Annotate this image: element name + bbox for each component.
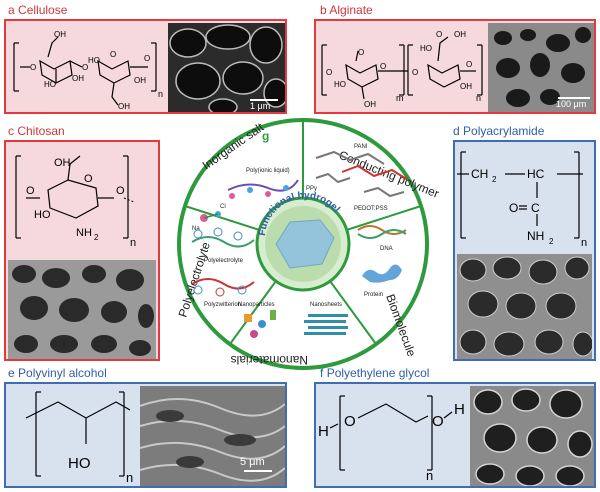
label-na: Na (192, 226, 200, 232)
svg-text:OH: OH (134, 76, 146, 85)
polyelectrolyte-illustration (191, 227, 255, 297)
svg-text:O: O (436, 30, 442, 39)
svg-text:O: O (144, 54, 150, 63)
sector-nanomaterials: Nanomaterials (231, 353, 308, 367)
svg-text:HO: HO (334, 80, 346, 89)
label-ppy: PPy (306, 186, 317, 192)
label-pani: PANI (354, 144, 368, 150)
label-dna: DNA (380, 246, 393, 252)
svg-text:OH: OH (54, 30, 66, 39)
panel-c-title: c Chitosan (8, 124, 65, 138)
svg-text:OH: OH (460, 82, 472, 91)
pam-subscript: n (581, 237, 587, 249)
pva-subscript: n (126, 470, 133, 485)
panel-a-title: a Cellulose (8, 3, 68, 17)
chitosan-sem-image (8, 260, 156, 359)
svg-text:O: O (412, 68, 418, 77)
svg-text:O: O (30, 63, 36, 72)
chitosan-nh-sub: 2 (94, 233, 99, 242)
pam-o: O (509, 201, 518, 215)
peg-structure: H O O H n (318, 395, 465, 483)
panel-cellulose: O HO OH O HO O OH OH OH O n 1 μm (4, 19, 287, 114)
svg-text:OH: OH (54, 157, 71, 169)
svg-text:OH: OH (118, 102, 130, 111)
pva-sem-image: 5 μm (140, 386, 285, 486)
svg-text:O: O (466, 60, 472, 69)
panel-g-letter: g (262, 129, 269, 143)
panel-polyvinyl-alcohol: HO n 5 μm (4, 382, 287, 488)
panel-f-title: f Polyethylene glycol (320, 366, 430, 380)
svg-text:HO: HO (44, 80, 56, 89)
chitosan-ho: HO (34, 209, 51, 221)
hydrogel-cube (275, 219, 335, 269)
cellulose-subscript: n (158, 89, 163, 99)
alginate-scale-label: 100 μm (556, 99, 587, 109)
chitosan-subscript: n (130, 237, 136, 249)
cellulose-structure: O HO OH O HO O OH OH OH O n (13, 30, 163, 111)
peg-sem-image (470, 386, 594, 486)
label-nanoparticles: Nanoparticles (238, 302, 275, 308)
alginate-subscript-m: m (396, 93, 404, 103)
pam-nh: NH (527, 229, 544, 243)
label-polyelectrolyte: Polyelectrolyte (204, 258, 244, 264)
panel-polyethylene-glycol: H O O H n (314, 382, 596, 488)
peg-subscript: n (426, 468, 433, 483)
label-cl: Cl (220, 204, 226, 210)
panel-polyacrylamide: CH 2 HC C O NH 2 n (453, 140, 596, 361)
cellulose-scale-label: 1 μm (250, 101, 271, 111)
center-schematic: Conducting polymer Biomolecule Nanomater… (176, 118, 441, 370)
svg-text:O: O (110, 50, 116, 59)
alginate-sem-image: 100 μm (488, 23, 594, 112)
pva-scale-label: 5 μm (240, 456, 265, 468)
svg-text:HO: HO (88, 56, 100, 65)
svg-text:O: O (380, 62, 386, 71)
pam-nh-sub: 2 (549, 237, 554, 246)
polyacrylamide-sem-image (457, 254, 592, 359)
svg-text:OH: OH (454, 30, 466, 39)
panel-alginate: O HO OH O O O HO O OH OH O m n 100 μ (314, 19, 596, 114)
alginate-structure: O HO OH O O O HO O OH OH O m n (321, 30, 483, 109)
nanomaterials-illustration (244, 310, 348, 338)
label-poly-ionic-liquid: Poly(ionic liquid) (246, 168, 290, 174)
label-nanosheets: Nanosheets (310, 302, 342, 308)
inorganic-salt-illustration (200, 179, 299, 222)
label-protein: Protein (364, 292, 383, 298)
pva-structure: HO n (25, 391, 133, 485)
panel-b-title: b Alginate (320, 3, 373, 17)
conducting-polymer-illustration (315, 150, 409, 198)
peg-o-right: O (432, 413, 444, 430)
pam-hc: HC (527, 167, 545, 181)
peg-h-left: H (318, 423, 329, 440)
panel-chitosan: O OH O O HO NH 2 n (4, 140, 160, 361)
peg-o-left: O (344, 413, 356, 430)
pam-c: C (531, 201, 540, 215)
panel-e-title: e Polyvinyl alcohol (8, 366, 107, 380)
pva-ho: HO (68, 455, 91, 472)
biomolecule-illustration (357, 225, 407, 283)
svg-text:OH: OH (364, 100, 376, 109)
peg-h-right: H (454, 401, 465, 418)
pam-ch: CH (471, 167, 488, 181)
chitosan-structure: O OH O O HO NH 2 n (15, 155, 136, 249)
svg-text:O: O (116, 185, 125, 197)
alginate-subscript-n: n (476, 93, 481, 103)
svg-text:OH: OH (72, 74, 84, 83)
svg-text:O: O (358, 48, 364, 57)
svg-text:O: O (84, 173, 93, 185)
chitosan-nh: NH (76, 227, 92, 239)
panel-d-title: d Polyacrylamide (453, 124, 545, 138)
pam-ch-sub: 2 (492, 175, 497, 184)
svg-text:HO: HO (420, 44, 432, 53)
svg-text:O: O (326, 68, 332, 77)
svg-text:O: O (26, 185, 35, 197)
label-pedot-pss: PEDOT:PSS (354, 206, 388, 212)
label-polyzwitterion: Polyzwitterion (204, 302, 241, 308)
polyacrylamide-structure: CH 2 HC C O NH 2 n (457, 151, 587, 249)
cellulose-sem-image: 1 μm (168, 23, 285, 112)
svg-text:O: O (82, 63, 88, 72)
